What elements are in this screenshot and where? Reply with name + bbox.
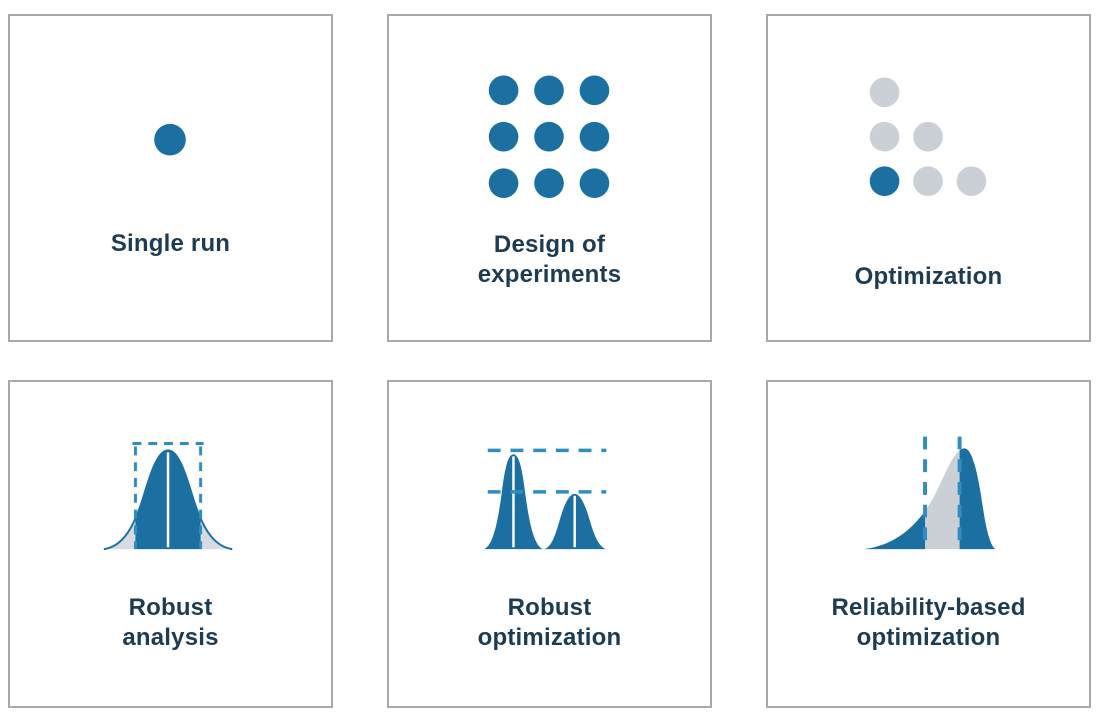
card-label-robust-analysis: Robust analysis [10, 593, 331, 653]
card-robust-optimization[interactable]: Robust optimization [387, 380, 712, 708]
single-run-icon [154, 123, 186, 156]
card-robust-analysis[interactable]: Robust analysis [8, 380, 333, 708]
capability-grid: Single run Design of experiments [8, 14, 1091, 708]
robust-analysis-bell-icon [103, 441, 233, 551]
label-line: optimization [477, 624, 622, 651]
reliability-skewed-distribution-icon [863, 436, 996, 550]
label-line: Single run [110, 230, 231, 257]
label-line: analysis [122, 624, 219, 651]
label-line: Reliability-based [831, 594, 1026, 621]
card-label-robust-optimization: Robust optimization [389, 593, 710, 653]
card-optimization[interactable]: Optimization [766, 14, 1091, 342]
card-single-run[interactable]: Single run [8, 14, 333, 342]
card-label-single-run: Single run [10, 229, 331, 259]
label-line: experiments [477, 261, 622, 288]
optimization-dot-triangle-icon [869, 77, 987, 197]
label-line: Robust [507, 594, 592, 621]
card-label-reliability-based-optimization: Reliability-based optimization [768, 593, 1089, 653]
robust-optimization-two-bells-icon [483, 448, 607, 550]
label-line: Design of [493, 231, 606, 258]
card-design-of-experiments[interactable]: Design of experiments [387, 14, 712, 342]
label-line: optimization [856, 624, 1001, 651]
doe-dot-grid-icon [488, 75, 610, 198]
card-label-optimization: Optimization [768, 262, 1089, 292]
label-line: Optimization [854, 263, 1003, 290]
label-line: Robust [128, 594, 213, 621]
card-reliability-based-optimization[interactable]: Reliability-based optimization [766, 380, 1091, 708]
card-label-design-of-experiments: Design of experiments [389, 230, 710, 290]
